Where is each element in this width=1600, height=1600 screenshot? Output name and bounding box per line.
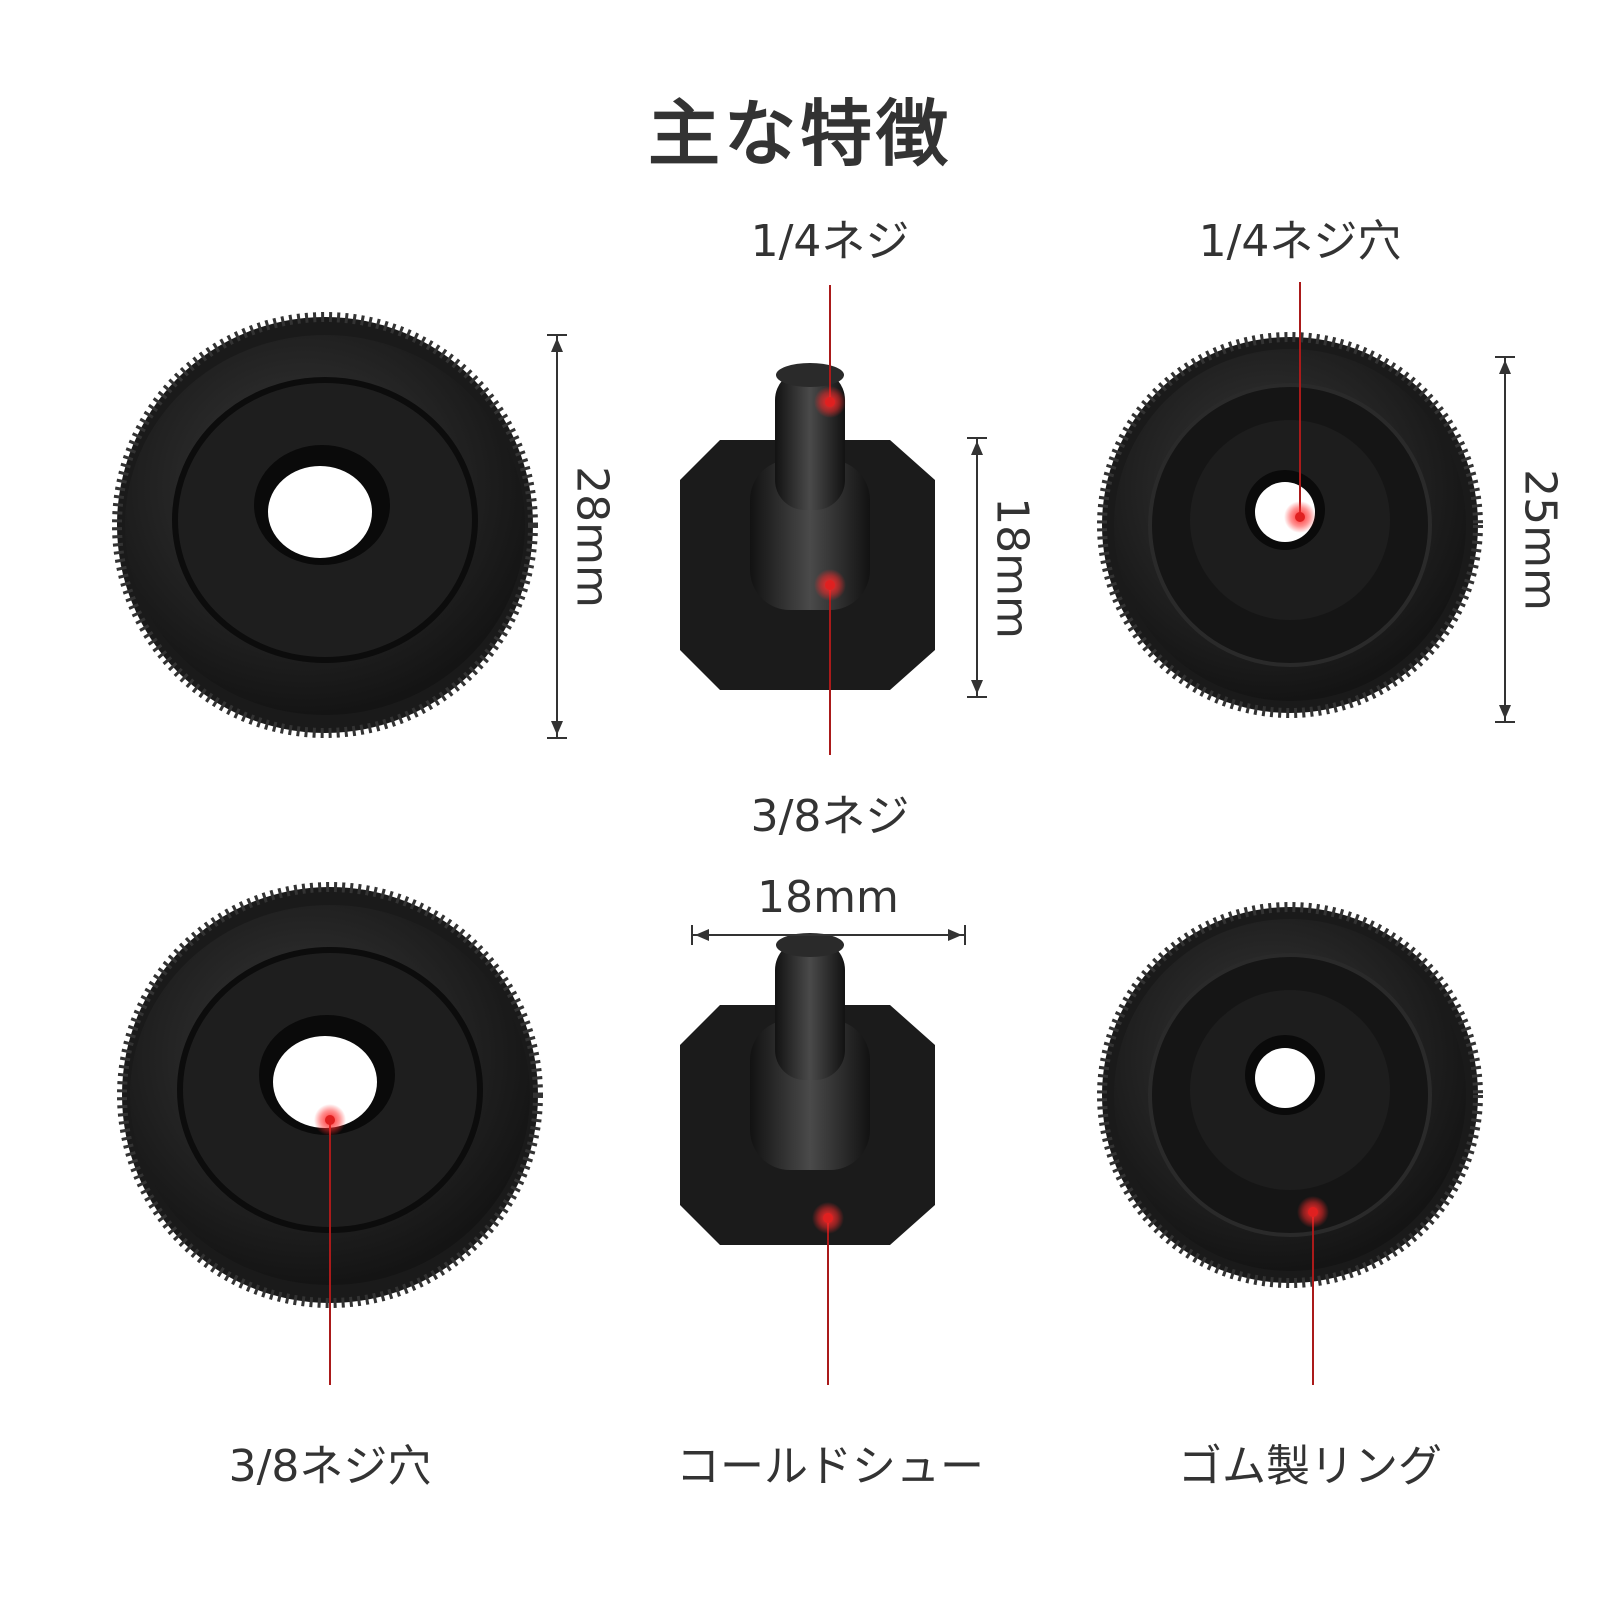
cold-shoe-top bbox=[680, 363, 935, 690]
callout-dots bbox=[314, 386, 1329, 1234]
label-rubber-ring: ゴム製リング bbox=[1178, 1441, 1442, 1492]
small-knob-bottom bbox=[1097, 902, 1483, 1288]
label-1-4-screw: 1/4ネジ bbox=[750, 216, 910, 267]
label-1-4-screw-hole: 1/4ネジ穴 bbox=[1198, 216, 1402, 267]
page-title: 主な特徴 bbox=[647, 92, 952, 176]
dimension-18mm-width: 18mm bbox=[757, 872, 899, 923]
dimension-25mm: 25mm bbox=[1514, 469, 1566, 611]
label-3-8-screw: 3/8ネジ bbox=[750, 791, 910, 842]
cold-shoe-bottom bbox=[680, 933, 935, 1245]
callout-lines bbox=[329, 282, 1314, 1385]
dimension-lines bbox=[547, 334, 1515, 945]
dimension-18mm-height: 18mm bbox=[986, 497, 1038, 639]
label-3-8-screw-hole: 3/8ネジ穴 bbox=[228, 1441, 432, 1492]
dimension-28mm: 28mm bbox=[566, 466, 618, 608]
large-knob-top bbox=[112, 312, 538, 738]
label-cold-shoe: コールドシュー bbox=[676, 1441, 984, 1492]
